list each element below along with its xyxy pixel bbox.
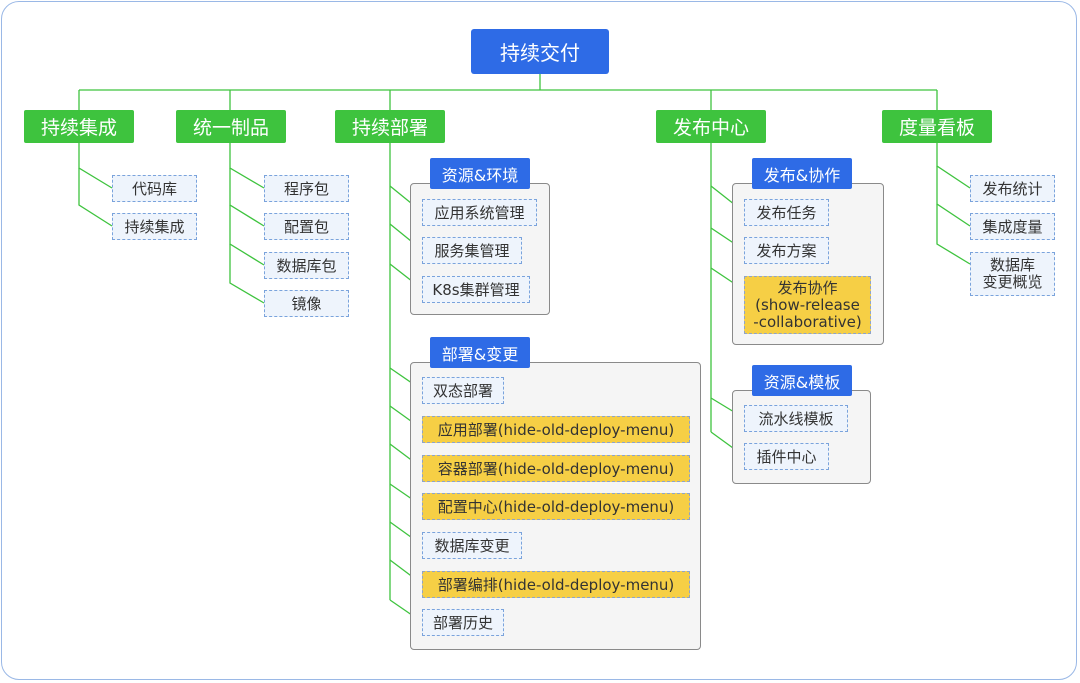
- group-env-title: 资源&环境: [430, 158, 530, 189]
- leaf-program-package: 程序包: [264, 175, 349, 202]
- leaf-integration-metrics: 集成度量: [970, 213, 1055, 240]
- leaf-config-center: 配置中心(hide-old-deploy-menu): [422, 493, 690, 520]
- category-release: 发布中心: [656, 110, 766, 143]
- leaf-container-deploy: 容器部署(hide-old-deploy-menu): [422, 455, 690, 482]
- leaf-db-package: 数据库包: [264, 252, 349, 279]
- group-collab-title: 发布&协作: [752, 158, 852, 189]
- leaf-deploy-history: 部署历史: [422, 609, 504, 636]
- leaf-db-overview-line1: 数据库: [989, 256, 1035, 274]
- leaf-plugin-center: 插件中心: [744, 443, 829, 470]
- leaf-release-stats: 发布统计: [970, 175, 1055, 202]
- leaf-db-change: 数据库变更: [422, 532, 522, 559]
- leaf-release-plan: 发布方案: [744, 237, 829, 264]
- group-change-title: 部署&变更: [430, 337, 530, 368]
- leaf-k8s-cluster: K8s集群管理: [422, 276, 530, 303]
- leaf-code-repo: 代码库: [112, 175, 197, 202]
- leaf-dual-deploy: 双态部署: [422, 377, 504, 404]
- category-ci: 持续集成: [24, 110, 134, 143]
- leaf-release-collab-line2: (show-release: [755, 295, 860, 314]
- group-tmpl-title: 资源&模板: [752, 365, 852, 396]
- leaf-db-overview-line2: 变更概览: [982, 273, 1043, 291]
- leaf-app-deploy: 应用部署(hide-old-deploy-menu): [422, 416, 690, 443]
- leaf-deploy-orchestration: 部署编排(hide-old-deploy-menu): [422, 571, 690, 598]
- leaf-db-change-overview: 数据库 变更概览: [970, 252, 1055, 296]
- category-artifact: 统一制品: [176, 110, 286, 143]
- leaf-release-collab-line1: 发布协作: [777, 278, 838, 297]
- leaf-service-set: 服务集管理: [422, 237, 522, 264]
- category-metrics: 度量看板: [882, 110, 992, 143]
- leaf-app-system: 应用系统管理: [422, 199, 537, 226]
- leaf-ci: 持续集成: [112, 213, 197, 240]
- category-deploy: 持续部署: [335, 110, 445, 143]
- leaf-image: 镜像: [264, 290, 349, 317]
- leaf-release-collab: 发布协作 (show-release -collaborative): [744, 276, 871, 334]
- root-node: 持续交付: [471, 29, 609, 74]
- leaf-config-package: 配置包: [264, 213, 349, 240]
- leaf-release-collab-line3: -collaborative): [753, 312, 862, 331]
- leaf-release-task: 发布任务: [744, 199, 829, 226]
- leaf-pipeline-template: 流水线模板: [744, 405, 848, 432]
